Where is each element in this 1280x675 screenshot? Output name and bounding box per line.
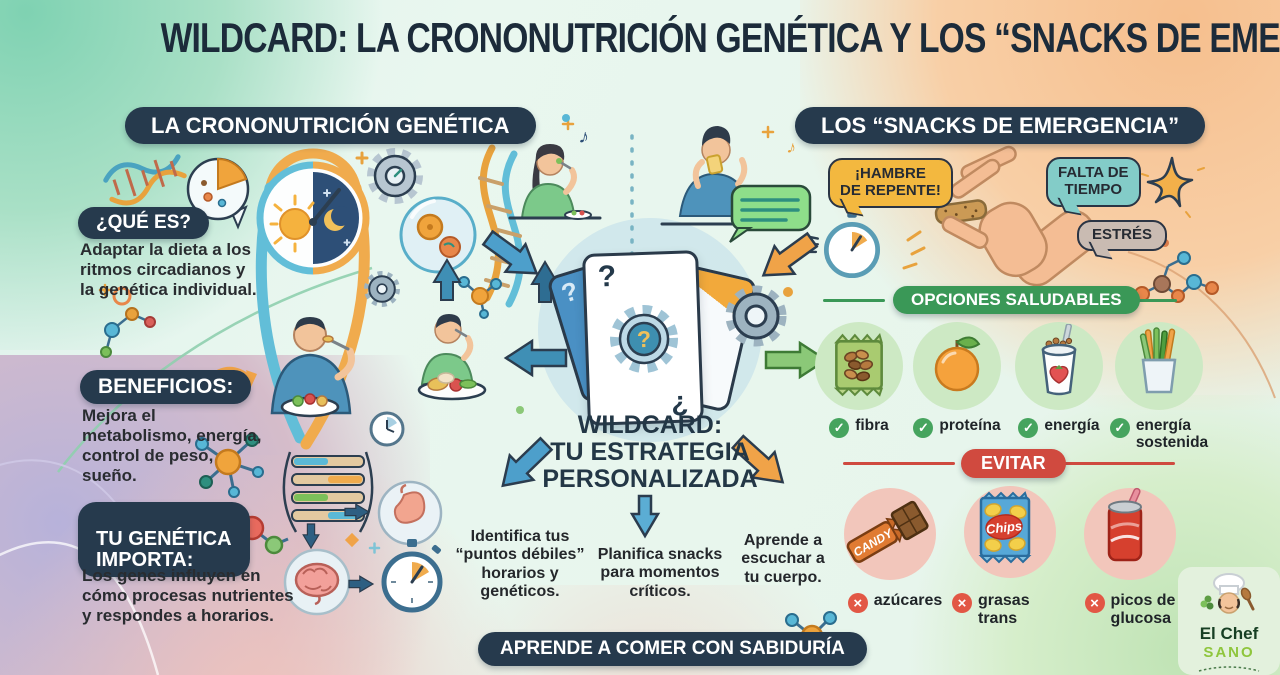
logo-name: El Chef — [1199, 624, 1259, 643]
gear-icon — [363, 270, 401, 308]
avoid-tag-grasas-trans: × grasas trans — [952, 592, 1072, 627]
step-planifica: Planifica snacks para momentos críticos. — [597, 546, 723, 600]
helix-strand — [255, 182, 306, 444]
label-opciones-saludables: OPCIONES SALUDABLES — [893, 286, 1140, 314]
check-icon: ✓ — [913, 418, 934, 438]
helix-strand — [300, 182, 370, 450]
stopwatch-icon — [381, 539, 443, 613]
chat-bubble-icon — [729, 184, 812, 243]
person-eating-in-helix — [270, 317, 355, 418]
gear-question-icon: ? — [610, 304, 679, 373]
text-tu-genetica: Los genes influyen en cómo procesas nutr… — [82, 566, 294, 626]
check-icon: ✓ — [829, 418, 850, 438]
chef-icon — [1200, 573, 1255, 614]
avoid-item-picos-glucosa — [1078, 484, 1178, 604]
logo-tagline-squiggle — [1198, 666, 1260, 672]
svg-text:♪: ♪ — [577, 125, 591, 149]
wildcard-front-card: ? ? ¿ — [582, 250, 704, 426]
helix-strand — [265, 148, 361, 193]
avoid-item-grasas-trans: Chips — [958, 482, 1058, 602]
divider-line — [823, 299, 885, 302]
speech-bubble-estres: ESTRÉS — [1077, 220, 1168, 251]
yogurt-icon — [1041, 324, 1077, 396]
avoid-tag-azucares: × azúcares — [840, 592, 950, 613]
x-icon: × — [952, 593, 972, 613]
section-header-snacks: LOS “SNACKS DE EMERGENCIA” — [795, 107, 1206, 145]
molecule-icon — [1134, 251, 1219, 303]
nuts-bag-icon — [833, 333, 884, 397]
logo-subname: SANO — [1203, 644, 1255, 661]
divider-line — [1063, 462, 1175, 465]
chips-bag-icon: Chips — [978, 491, 1032, 564]
text-beneficios: Mejora el metabolismo, energía, control … — [82, 406, 262, 486]
veggie-sticks-icon — [1139, 327, 1177, 394]
check-icon: ✓ — [1109, 418, 1130, 438]
speech-bubble-hambre: ¡HAMBRE DE REPENTE! — [828, 158, 953, 208]
gear-gauge-icon — [367, 148, 423, 204]
candy-bar-icon: CANDY — [846, 500, 929, 563]
label-evitar: EVITAR — [961, 449, 1066, 478]
wildcard-title: WILDCARD: TU ESTRATEGIA PERSONALIZADA — [542, 411, 758, 493]
x-icon: × — [1084, 593, 1105, 613]
step-identifica: Identifica tus “puntos débiles” horarios… — [455, 528, 585, 601]
gear-icon — [720, 280, 792, 357]
speech-bubble-tiempo: FALTA DE TIEMPO — [1046, 157, 1141, 207]
section-header-crononutricion: LA CRONONUTRICIÓN GENÉTICA — [125, 107, 536, 145]
person-eating-plate — [417, 314, 487, 401]
healthy-tag-proteina: ✓ proteína — [902, 417, 1012, 438]
dna-icon — [103, 154, 187, 206]
divider-line — [843, 462, 955, 465]
label-que-es: ¿QUÉ ES? — [78, 207, 210, 239]
healthy-tag-energia: ✓ energía — [1004, 417, 1114, 438]
stopwatch-icon — [803, 210, 881, 279]
label-beneficios: BENEFICIOS: — [80, 370, 252, 405]
step-aprende: Aprende a escuchar a tu cuerpo. — [741, 532, 825, 586]
bottom-banner: APRENDE A COMER CON SABIDURÍA — [478, 632, 867, 666]
cell-sphere-icon — [399, 196, 477, 274]
brand-logo: El Chef SANO — [1178, 567, 1280, 675]
x-icon: × — [847, 593, 868, 613]
dna-ladder — [282, 451, 374, 533]
page-title-wrap: WILDCARD: LA CRONONUTRICIÓN GENÉTICA Y L… — [0, 14, 1280, 62]
orange-icon — [934, 336, 981, 392]
molecule-icon — [458, 276, 502, 319]
soda-can-icon — [1107, 487, 1143, 562]
clock-icon — [369, 411, 405, 447]
healthy-tag-energia-sostenida: ✓ energía sostenida — [1104, 417, 1214, 451]
svg-text:♪: ♪ — [785, 136, 799, 158]
check-icon: ✓ — [1018, 418, 1039, 438]
spoon-icon — [1240, 587, 1255, 611]
healthy-tag-fibra: ✓ fibra — [804, 417, 914, 438]
dna-ribbon-icon — [478, 144, 524, 308]
text-que-es: Adaptar la dieta a los ritmos circadiano… — [80, 240, 257, 300]
svg-text:?: ? — [637, 326, 652, 352]
stomach-icon — [377, 480, 443, 546]
page-title: WILDCARD: LA CRONONUTRICIÓN GENÉTICA Y L… — [160, 14, 1280, 61]
star-icon — [1141, 156, 1205, 218]
herbs-icon — [1200, 595, 1214, 610]
avoid-item-azucares: CANDY — [838, 484, 938, 604]
avoid-tag-picos-glucosa: × picos de glucosa — [1075, 592, 1185, 627]
man-snacking-illustration: ♪ — [660, 125, 812, 243]
